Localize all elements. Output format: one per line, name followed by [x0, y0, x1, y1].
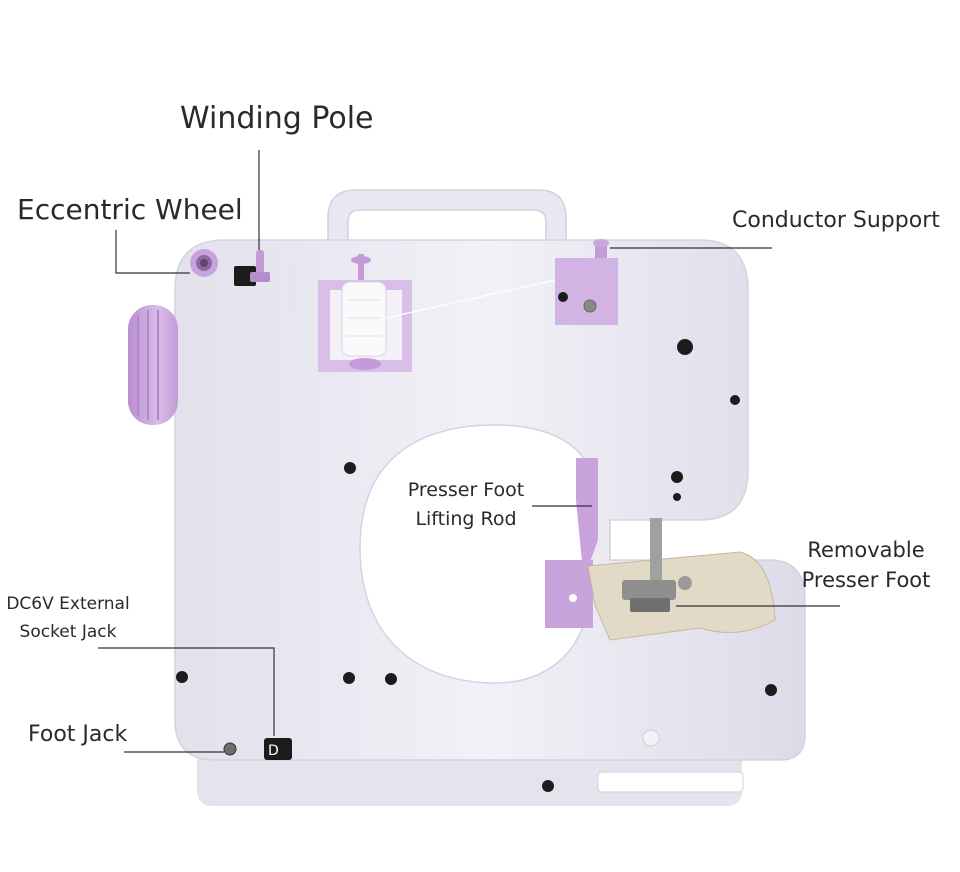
- label-conductor-support: Conductor Support: [732, 208, 940, 233]
- leader-dc-socket: [98, 647, 275, 736]
- eccentric-wheel-knob: [190, 249, 218, 277]
- label-lifting-rod-line1: Presser Foot: [407, 479, 525, 501]
- svg-text:D: D: [268, 743, 279, 759]
- conductor-support-part: [555, 239, 618, 325]
- label-dc6v-socket-jack: DC6V External Socket Jack: [6, 590, 130, 646]
- lifting-rod-part: [576, 458, 598, 562]
- label-removable-presser-foot: Removable Presser Foot: [798, 535, 934, 595]
- winding-pole-part: [250, 250, 270, 282]
- label-foot-jack: Foot Jack: [28, 722, 128, 747]
- label-removable-line1: Removable: [807, 538, 925, 562]
- screw-holes: [176, 339, 777, 792]
- hand-wheel: [128, 305, 178, 425]
- needle-plate: [545, 560, 593, 628]
- leader-eccentric-wheel: [115, 230, 190, 274]
- label-lifting-rod-line2: Lifting Rod: [415, 508, 517, 530]
- foot-jack-part: [223, 742, 237, 756]
- fabric: [587, 551, 776, 641]
- button-dot: [642, 729, 660, 747]
- leader-lines: [98, 150, 840, 753]
- label-presser-foot-lifting-rod: Presser Foot Lifting Rod: [404, 476, 528, 534]
- label-dc6v-line1: DC6V External: [6, 594, 130, 614]
- label-removable-line2: Presser Foot: [801, 568, 931, 592]
- dc-socket: D: [264, 738, 292, 760]
- label-dc6v-line2: Socket Jack: [19, 622, 117, 642]
- label-eccentric-wheel: Eccentric Wheel: [17, 193, 243, 226]
- label-winding-pole: Winding Pole: [180, 101, 374, 136]
- spool-holder: [318, 254, 412, 372]
- presser-foot-part: [622, 518, 692, 612]
